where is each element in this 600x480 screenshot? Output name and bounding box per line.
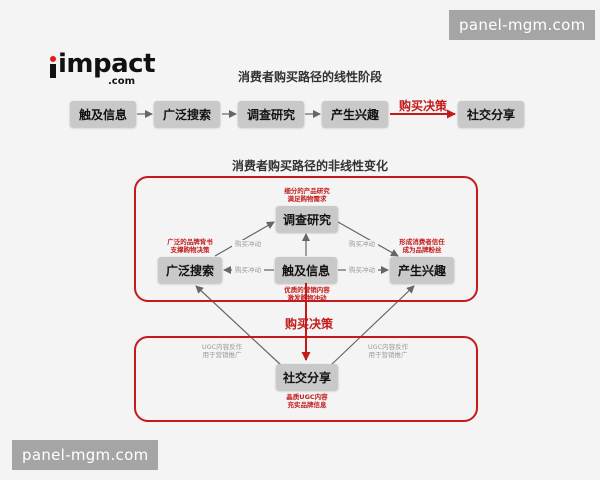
linear-stage-4: 产生兴趣: [322, 101, 388, 127]
note-share: 晶质UGC内容 充实品牌信息: [286, 393, 328, 409]
watermark-bottom: panel-mgm.com: [12, 440, 159, 470]
logo-bar-icon: [50, 64, 56, 78]
linear-decision-label: 购买决策: [399, 99, 448, 113]
note-search: 广泛的品牌背书 支撑购物决策: [167, 238, 213, 254]
node-research: 调查研究: [276, 206, 338, 232]
linear-title: 消费者购买路径的线性阶段: [237, 70, 382, 84]
arrow-bottom-to-right: [329, 285, 415, 367]
logo-sub: .com: [108, 76, 136, 87]
note-research: 细分的产品研究 满足购物需求: [284, 187, 330, 203]
arrow-top-to-right: [337, 221, 399, 257]
impulse-label-upper-right: 购买冲动: [346, 240, 378, 248]
note-interest: 形成消费者信任 成为品牌粉丝: [399, 238, 445, 254]
linear-stage-3: 调查研究: [238, 101, 304, 127]
node-touch: 触及信息: [275, 257, 337, 283]
ugc-label-left: UGC内容反作 用于营销推广: [196, 343, 248, 359]
note-touch: 优质的营销内容 激发购物冲动: [284, 286, 330, 302]
ugc-label-right: UGC内容反作 用于营销推广: [362, 343, 414, 359]
nonlinear-title: 消费者购买路径的非线性变化: [231, 159, 388, 173]
nonlinear-decision-label: 购买决策: [285, 317, 334, 331]
arrow-bottom-to-left: [195, 285, 283, 367]
linear-final-stage: 社交分享: [458, 101, 524, 127]
watermark-top: panel-mgm.com: [449, 10, 596, 40]
linear-stage-1: 触及信息: [70, 101, 136, 127]
logo-word: impact: [58, 49, 156, 79]
impulse-label-mid-right: 购买冲动: [346, 266, 378, 274]
node-share: 社交分享: [276, 364, 338, 390]
impulse-label-upper-left: 购买冲动: [232, 240, 264, 248]
arrow-left-to-top: [214, 221, 275, 257]
nonlinear-upper-panel: [134, 176, 478, 302]
logo-dot-icon: [50, 56, 56, 62]
impulse-label-mid-left: 购买冲动: [232, 266, 264, 274]
node-interest: 产生兴趣: [390, 257, 454, 283]
node-search: 广泛搜索: [158, 257, 222, 283]
linear-stage-2: 广泛搜索: [154, 101, 220, 127]
nonlinear-lower-panel: [134, 336, 478, 422]
